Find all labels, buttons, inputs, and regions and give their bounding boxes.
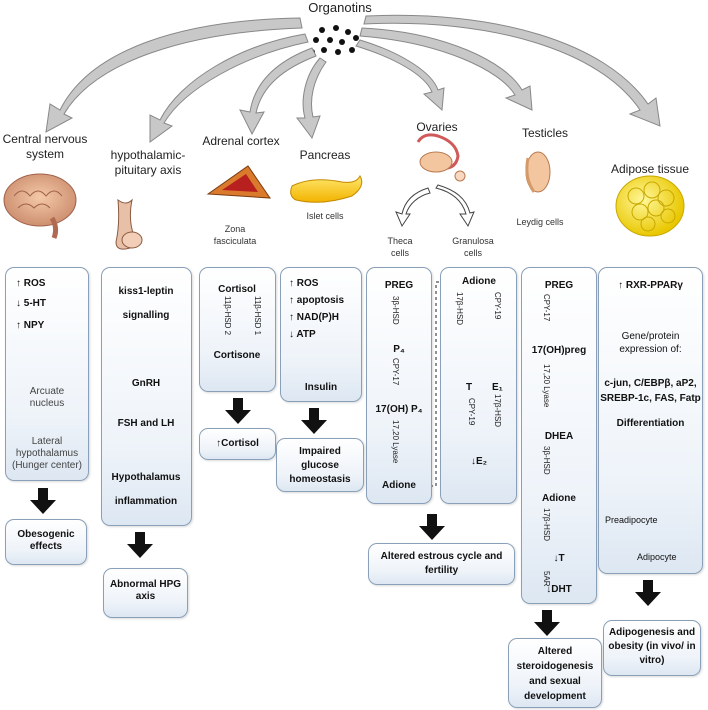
testicle-icon (525, 151, 551, 193)
testis-outcome-box: Altered steroidogenesis and sexual devel… (508, 638, 602, 708)
testis-17ohpreg: 17(OH)preg (531, 345, 587, 356)
testis-enzyme-lyase: 17,20 Lyase (542, 364, 551, 408)
testis-dht: ↓DHT (546, 584, 572, 595)
label-pancreas: Pancreas (299, 148, 351, 162)
adrenal-cortisone: Cortisone (213, 350, 261, 361)
pancreas-insulin: Insulin (304, 382, 338, 393)
label-cns: Central nervous system (2, 132, 88, 161)
adrenal-icon (206, 165, 271, 199)
testis-enzyme-cpy17: CPY-17 (542, 294, 551, 322)
label-pancreas-sub: Islet cells (306, 211, 344, 221)
brain-icon (3, 173, 77, 239)
pancreas-atp: ↓ ATP (289, 329, 316, 340)
pancreas-apoptosis: ↑ apoptosis (289, 295, 345, 306)
adipose-gene-expression: Gene/protein expression of: (619, 331, 682, 355)
pancreas-outcome: Impaired glucose homeostasis (289, 446, 351, 485)
adrenal-enzyme-left: 11β-HSD 2 (223, 296, 232, 336)
theca-adione: Adione (382, 480, 416, 491)
adipose-icon (615, 175, 685, 237)
diagram-title: Organotins (308, 0, 372, 15)
cns-box: ↑ ROS ↓ 5-HT ↑ NPY Arcuate nucleus Later… (5, 267, 89, 481)
label-theca: Theca cells (387, 236, 413, 258)
granulosa-enzyme-17bhsd-a: 17β-HSD (455, 292, 464, 326)
theca-preg: PREG (384, 280, 414, 291)
cns-arcuate: Arcuate nucleus (29, 386, 65, 409)
theca-enzyme-lyase: 17,20 Lyase (391, 420, 400, 464)
adipose-adipocyte: Adipocyte (637, 552, 677, 562)
cns-outcome-box: Obesogenic effects (5, 519, 87, 565)
pancreas-nadph: ↑ NAD(P)H (289, 312, 339, 323)
granulosa-e2: ↓E₂ (470, 456, 488, 467)
pancreas-box: ↑ ROS ↑ apoptosis ↑ NAD(P)H ↓ ATP Insuli… (280, 267, 362, 402)
granulosa-enzyme-17bhsd-b: 17β-HSD (493, 394, 502, 428)
testis-adione: Adione (542, 493, 576, 504)
testis-enzyme-17bhsd: 17β-HSD (542, 508, 551, 542)
cns-npy: ↑ NPY (16, 320, 45, 331)
granulosa-box: Adione T E₁ ↓E₂ (440, 267, 517, 504)
adipose-differentiation: Differentiation (616, 418, 685, 429)
adipose-outcome: Adipogenesis and obesity (in vivo/ in vi… (608, 627, 696, 666)
label-testicles: Testicles (521, 126, 568, 140)
granulosa-e1: E₁ (492, 382, 503, 393)
pancreas-outcome-box: Impaired glucose homeostasis (276, 438, 364, 492)
cns-ros: ↑ ROS (16, 278, 46, 289)
hpa-box: kiss1-leptin signalling GnRH FSH and LH … (101, 267, 192, 526)
adrenal-enzyme-right: 11β-HSD 1 (253, 296, 262, 336)
hpa-kiss1: kiss1-leptin signalling (118, 286, 174, 321)
adrenal-outcome: ↑Cortisol (216, 438, 259, 449)
hpa-outcome: Abnormal HPG axis (109, 579, 182, 602)
testis-t: ↓T (553, 553, 565, 564)
adipose-box: ↑ RXR-PPARγ Gene/protein expression of: … (598, 267, 703, 574)
cns-lateral: Lateral hypothalamus (Hunger center) (11, 436, 83, 471)
label-granulosa: Granulosa cells (452, 236, 494, 258)
label-testicles-sub: Leydig cells (516, 217, 564, 227)
theca-17ohp4: 17(OH) P₄ (375, 404, 423, 415)
hpa-inflammation: Hypothalamus inflammation (111, 472, 181, 507)
hpa-gnrh: GnRH (131, 378, 161, 389)
cns-outcome: Obesogenic effects (17, 529, 75, 552)
adrenal-box: Cortisol Cortisone (199, 267, 276, 392)
label-adipose: Adipose tissue (610, 162, 690, 176)
label-hpa: hypothalamic-pituitary axis (110, 148, 186, 177)
testis-enzyme-3bhsd: 3β-HSD (542, 446, 551, 475)
theca-box: PREG P₄ 17(OH) P₄ Adione (366, 267, 432, 504)
hpa-fsh-lh: FSH and LH (117, 418, 175, 429)
organotin-dots (309, 25, 359, 55)
granulosa-t: T (466, 382, 473, 393)
granulosa-enzyme-cpy19-a: CPY-19 (493, 292, 502, 320)
adipose-outcome-box: Adipogenesis and obesity (in vivo/ in vi… (603, 620, 701, 676)
theca-p4: P₄ (393, 344, 405, 355)
ovary-split-arrows (395, 184, 475, 228)
adipose-genes: c-jun, C/EBPβ, aP2, SREBP-1c, FAS, Fatp (600, 378, 701, 404)
testis-enzyme-5ar: 5AR (542, 571, 551, 587)
hpa-outcome-box: Abnormal HPG axis (103, 568, 188, 618)
label-adrenal: Adrenal cortex (202, 134, 280, 148)
label-ovaries: Ovaries (416, 120, 458, 134)
ovary-outcome-box: Altered estrous cycle and fertility (368, 543, 515, 585)
adrenal-outcome-box: ↑Cortisol (199, 428, 276, 460)
testis-box: PREG 17(OH)preg DHEA Adione ↓T ↓DHT (521, 267, 597, 604)
adrenal-cortisol: Cortisol (218, 284, 256, 295)
adipose-rxr: ↑ RXR-PPARγ (618, 280, 683, 291)
ovary-icon (416, 133, 466, 182)
pancreas-ros: ↑ ROS (289, 278, 319, 289)
pituitary-icon (115, 198, 143, 250)
testis-dhea: DHEA (544, 431, 574, 442)
ovary-outcome: Altered estrous cycle and fertility (380, 551, 503, 576)
granulosa-adione: Adione (462, 276, 496, 287)
pancreas-icon (290, 174, 363, 203)
block-arrows (30, 398, 661, 636)
granulosa-enzyme-cpy19-b: CPY-19 (467, 398, 476, 426)
testis-preg: PREG (544, 280, 574, 291)
curved-arrows (45, 14, 661, 143)
cns-5ht: ↓ 5-HT (16, 298, 46, 309)
theca-enzyme-3bhsd: 3β-HSD (391, 296, 400, 325)
adipose-preadipocyte: Preadipocyte (605, 515, 658, 525)
theca-enzyme-cpy17: CPY-17 (391, 358, 400, 386)
testis-outcome: Altered steroidogenesis and sexual devel… (516, 646, 594, 702)
label-adrenal-sub: Zona fasciculata (213, 224, 257, 246)
